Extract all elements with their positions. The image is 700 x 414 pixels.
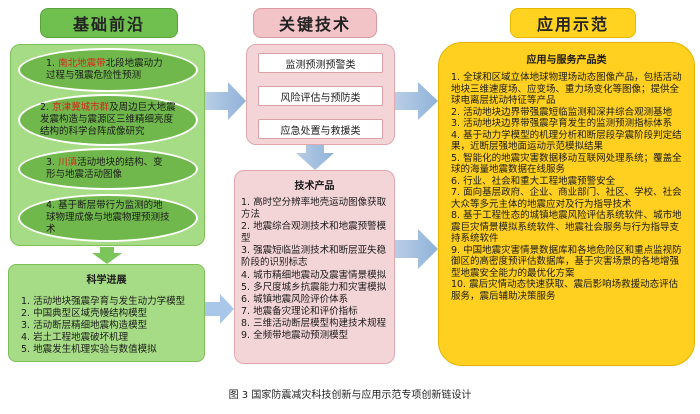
list-item: 3. 活动断层精细地震构造模型 bbox=[21, 320, 148, 331]
foundation-header: 基础前沿 bbox=[40, 8, 178, 38]
application-header: 应用示范 bbox=[510, 8, 636, 38]
arrow-tech-to-application bbox=[395, 82, 438, 120]
list-item: 7. 面向基层政府、企业、商业部门、社区、学校、社会大众等多元主体的地震应对及行… bbox=[451, 187, 682, 210]
science-title: 科学进展 bbox=[86, 275, 127, 286]
list-item: 4. 城市精细地震动及震害情景模拟 bbox=[241, 269, 387, 281]
tech-type-risk: 风险评估与预防类 bbox=[258, 86, 383, 106]
tech-type-emergency: 应急处置与救援类 bbox=[258, 119, 383, 139]
list-item: 8. 基于工程性态的城镇地震风险评估系统软件、城市地震巨灾情景模拟系统软件、地震… bbox=[451, 210, 682, 244]
application-list: 1. 全球和区域立体地球物理场动态图像产品，包括活动地块三维速度场、应变场、重力… bbox=[451, 72, 684, 302]
science-panel: 科学进展 1. 活动地块强震孕育与发生动力学模型 2. 中国典型区域壳幔结构模型… bbox=[8, 264, 205, 362]
list-item: 5. 智能化的地震灾害数据移动互联网处理系统；覆盖全球的海量地震数据在线服务 bbox=[451, 152, 682, 176]
list-item: 3. 强震短临监测技术和断层亚失稳阶段的识别标志 bbox=[241, 245, 387, 269]
list-item: 1. 高时空分辨率地壳运动图像获取方法 bbox=[241, 197, 387, 221]
list-item: 4. 基于动力学模型的机理分析和断层段孕震阶段判定结果，近断层强地面运动示范模拟… bbox=[451, 129, 682, 153]
list-item: 5. 地震发生机理实验与数值模拟 bbox=[21, 344, 157, 355]
arrow-foundation-to-tech bbox=[205, 82, 246, 120]
foundation-item-2: 2. 京津冀城市群及周边巨大地震发震构造与震源区三维精细亮度结构的科学台阵成像研… bbox=[18, 94, 198, 146]
list-item: 1. 全球和区域立体地球物理场动态图像产品，包括活动地块三维速度场、应变场、重力… bbox=[451, 72, 682, 106]
list-item: 2. 活动地块边界带强震短临监测和深井综合观测基地 bbox=[451, 106, 673, 118]
highlight-region: 川滇 bbox=[58, 157, 78, 168]
list-item: 9. 中国地震灾害情景数据库和各地危险区和重点监视防御区的高密度预评估数据库，基… bbox=[451, 244, 682, 279]
products-list: 1. 高时空分辨率地壳运动图像获取方法 2. 地震综合观测技术和地震预警模型 3… bbox=[241, 197, 390, 342]
list-item: 10. 震后灾情动态快速获取、震后影响场救援动态评估服务，震后辅助决策服务 bbox=[451, 279, 679, 302]
arrow-tech-to-products bbox=[296, 145, 334, 170]
list-item: 1. 活动地块强震孕育与发生动力学模型 bbox=[21, 296, 186, 307]
list-item: 7. 地震备灾理论和评价指标 bbox=[241, 305, 358, 317]
arrow-foundation-to-science bbox=[92, 247, 122, 264]
list-item: 3. 活动地块边界带强震孕育发生的监测预测指标体系 bbox=[451, 118, 673, 129]
tech-type-monitoring: 监测预测预警类 bbox=[258, 53, 383, 73]
science-list: 1. 活动地块强震孕育与发生动力学模型 2. 中国典型区域壳幔结构模型 3. 活… bbox=[21, 296, 204, 356]
figure-caption: 图 3 国家防震减灾科技创新与应用示范专项创新链设计 bbox=[228, 390, 472, 401]
arrow-products-to-application bbox=[395, 229, 438, 269]
foundation-item-3: 3. 川滇活动地块的结构、变形与地震活动图像 bbox=[18, 148, 198, 190]
foundation-item-1: 1. 南北地震带北段地震动力过程与强震危险性预测 bbox=[18, 48, 198, 92]
list-item: 6. 行业、社会和重大工程地震预警安全 bbox=[451, 175, 616, 187]
products-title: 技术产品 bbox=[294, 181, 335, 192]
technology-header: 关键技术 bbox=[253, 8, 377, 38]
arrow-science-to-products bbox=[205, 294, 234, 324]
highlight-region: 南北地震带 bbox=[58, 58, 106, 69]
foundation-item-4: 4. 基于断层带行为监测的地球物理成像与地震物理预测技术 bbox=[18, 194, 198, 242]
application-title: 应用与服务产品类 bbox=[526, 55, 607, 66]
list-item: 4. 岩土工程地震破坏机理 bbox=[21, 332, 129, 343]
list-item: 6. 城镇地震风险评价体系 bbox=[241, 293, 349, 305]
products-panel: 技术产品 1. 高时空分辨率地壳运动图像获取方法 2. 地震综合观测技术和地震预… bbox=[234, 170, 395, 364]
application-panel: 应用与服务产品类 1. 全球和区域立体地球物理场动态图像产品，包括活动地块三维速… bbox=[438, 42, 695, 366]
list-item: 2. 地震综合观测技术和地震预警模型 bbox=[241, 221, 387, 245]
list-item: 8. 三维活动断层模型构建技术规程 bbox=[241, 317, 387, 329]
list-item: 2. 中国典型区域壳幔结构模型 bbox=[21, 308, 148, 319]
list-item: 5. 多尺度城乡抗震能力和灾害模拟 bbox=[241, 281, 387, 293]
list-item: 9. 全频带地震动预测模型 bbox=[241, 330, 349, 342]
highlight-region: 京津冀城市群 bbox=[52, 102, 110, 113]
